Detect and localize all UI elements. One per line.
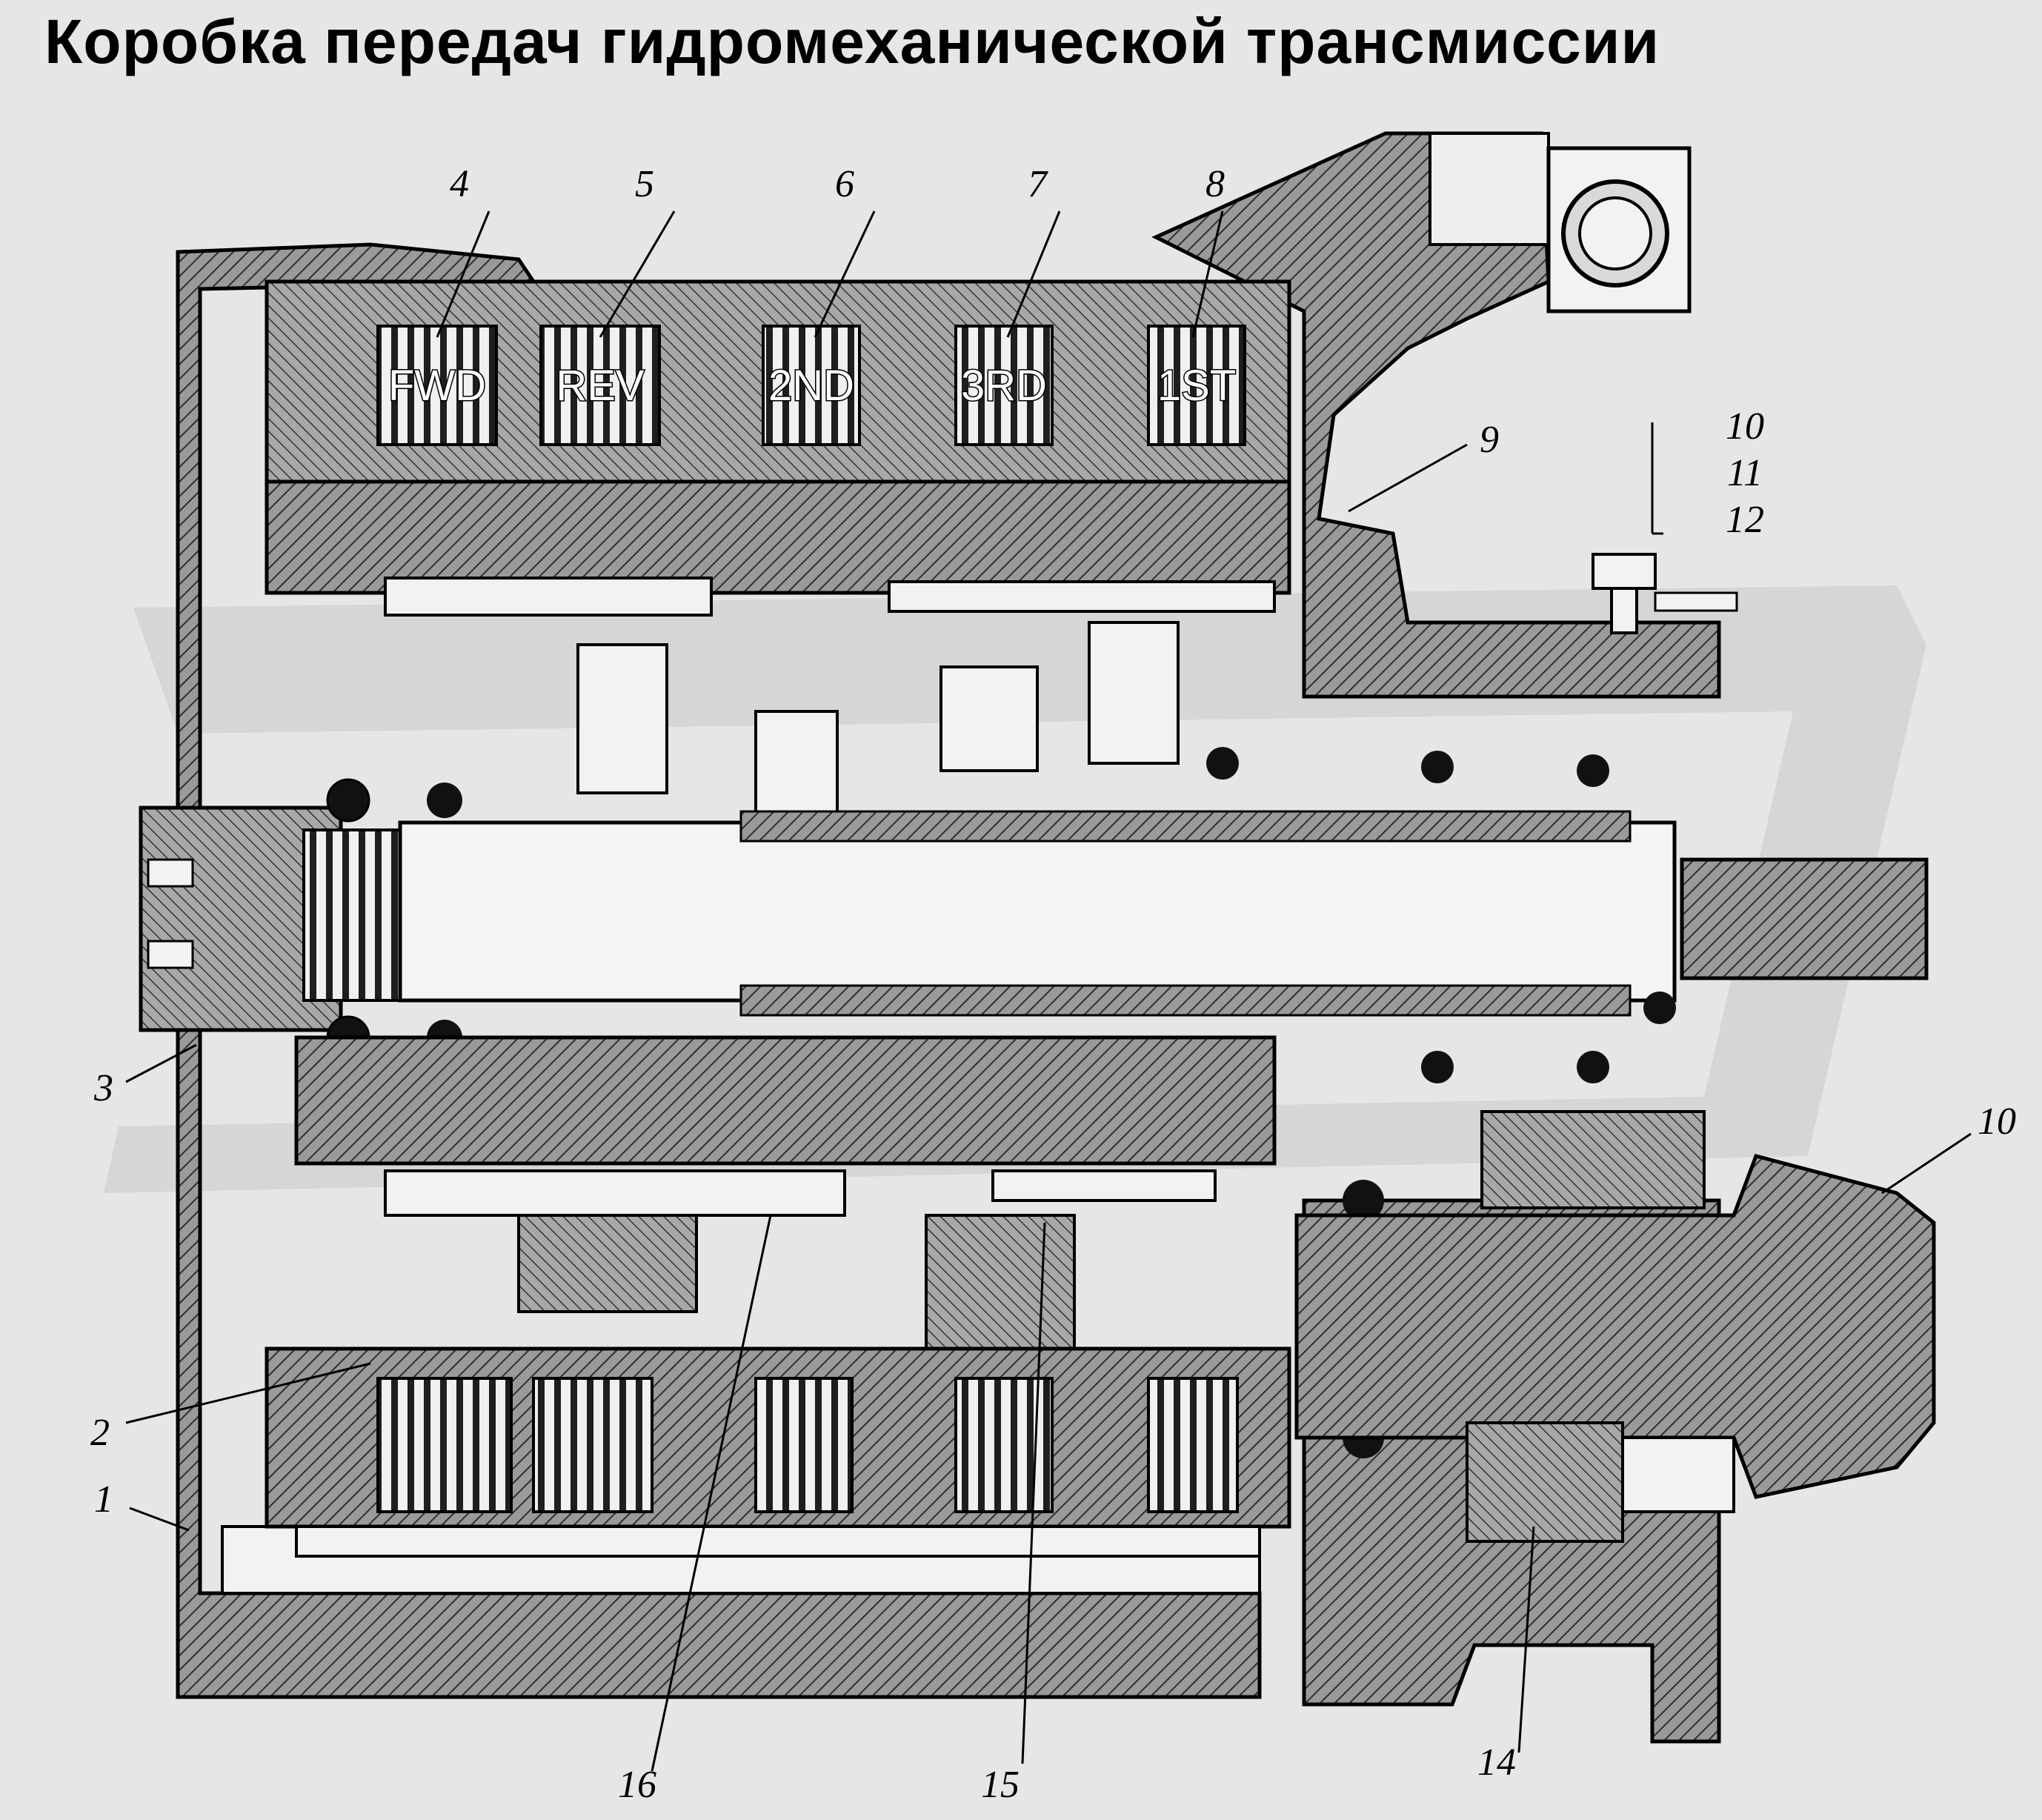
lower-clutch-packs: [265, 1346, 1291, 1558]
main-shaft: [139, 806, 1929, 1032]
callout-8: 8: [1205, 163, 1225, 205]
callout-10-top: 10: [1726, 405, 1764, 448]
callout-14: 14: [1477, 1741, 1516, 1784]
filler-plug: [1592, 422, 1738, 634]
leader-lines: [125, 210, 1972, 1772]
callout-3: 3: [93, 1067, 113, 1109]
lower-countershaft: [294, 1035, 1277, 1365]
clutch-label-3rd: 3RD: [961, 362, 1047, 410]
callout-6: 6: [835, 163, 854, 205]
callout-10-right: 10: [1978, 1100, 2016, 1143]
callout-16: 16: [618, 1764, 656, 1806]
callout-7: 7: [1028, 163, 1048, 205]
clutch-pack-2nd: 2ND: [762, 325, 861, 446]
callout-9: 9: [1480, 419, 1499, 461]
output-flange: [1294, 1110, 1936, 1543]
callout-12: 12: [1726, 499, 1764, 541]
callout-numbers: 1 2 3 4 5 6 7 8 9 10 11 12 10 14 15 16: [90, 163, 2016, 1806]
clutch-label-fwd: FWD: [388, 362, 486, 410]
clutch-pack-rev: REV: [539, 325, 661, 446]
callout-2: 2: [90, 1412, 110, 1454]
clutch-pack-3rd: 3RD: [954, 325, 1054, 446]
clutch-label-2nd: 2ND: [768, 362, 854, 410]
callout-11: 11: [1727, 452, 1763, 494]
page-title: Коробка передач гидромеханической трансм…: [44, 7, 1660, 76]
clutch-pack-fwd: FWD: [376, 325, 498, 446]
clutch-label-rev: REV: [556, 362, 645, 410]
callout-5: 5: [635, 163, 654, 205]
callout-1: 1: [94, 1478, 113, 1521]
clutch-pack-1st: 1ST: [1147, 325, 1246, 446]
callout-4: 4: [450, 163, 469, 205]
callout-15: 15: [981, 1764, 1020, 1806]
clutch-label-1st: 1ST: [1157, 362, 1236, 410]
